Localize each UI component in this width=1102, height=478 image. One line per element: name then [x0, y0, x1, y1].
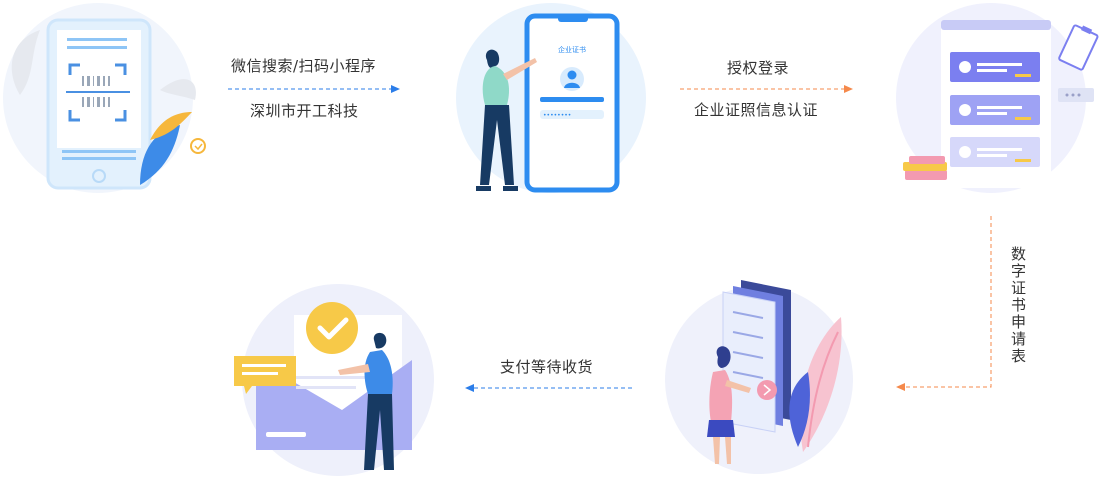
books-icon	[903, 156, 947, 180]
phone-title: 企业证书	[558, 45, 586, 54]
arrow-right-blue	[228, 85, 400, 93]
clipboard-icon	[1058, 24, 1099, 71]
application-form-illustration	[895, 0, 1102, 200]
step3-label: 数字证书申请表	[1009, 246, 1027, 365]
login-phone-illustration: 企业证书 ••••••••	[455, 0, 655, 200]
step2-label-bottom: 企业证照信息认证	[694, 101, 819, 119]
qr-scan-icon	[68, 63, 127, 122]
arrow-right-orange	[680, 85, 853, 93]
order-complete-illustration	[234, 280, 434, 478]
arrow-left-blue	[465, 384, 635, 392]
chat-icon	[1058, 88, 1094, 102]
step4-label: 支付等待收货	[500, 358, 594, 376]
check-icon	[306, 302, 358, 354]
step2-label-top: 授权登录	[727, 59, 790, 77]
step1-label-bottom: 深圳市开工科技	[250, 102, 359, 120]
step1-label-top: 微信搜索/扫码小程序	[231, 57, 377, 75]
scan-phone-illustration	[0, 0, 215, 200]
svg-text:••••••••: ••••••••	[543, 112, 571, 119]
certificate-docs-illustration	[663, 272, 863, 478]
avatar-icon	[560, 67, 584, 91]
arrow-down-left-orange	[896, 216, 992, 391]
